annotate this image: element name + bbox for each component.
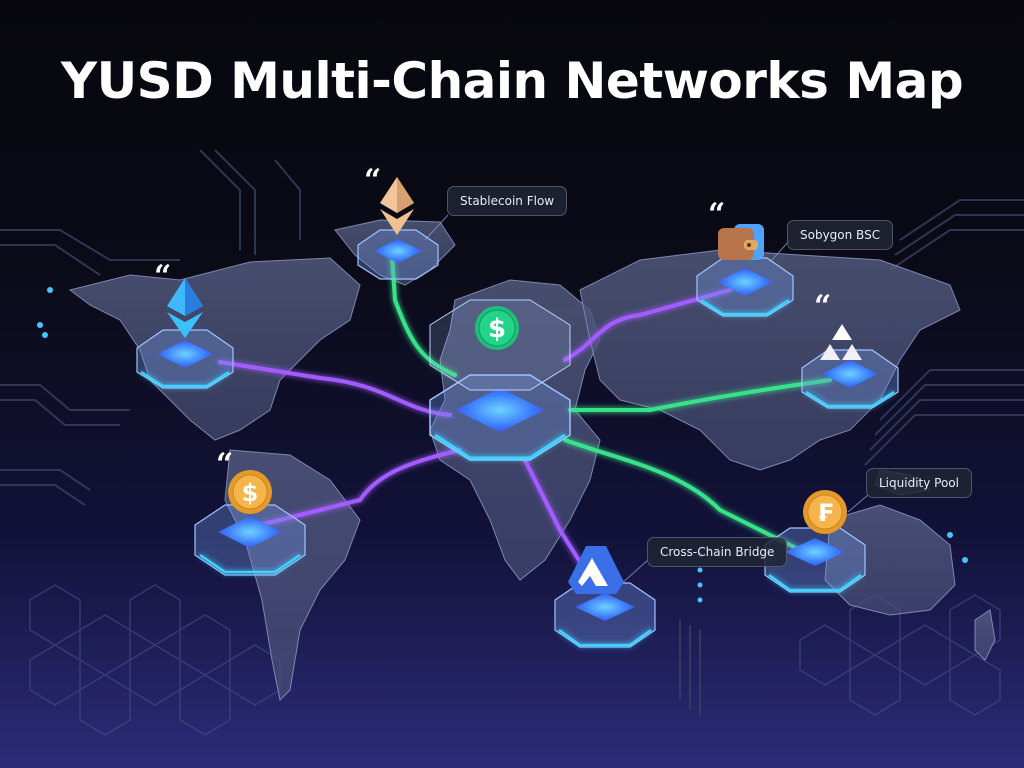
bridge-logo-icon bbox=[568, 546, 624, 594]
quote-mark-east-asia: “ bbox=[814, 289, 832, 324]
svg-text:₣: ₣ bbox=[817, 499, 834, 527]
gold-dollar-coin-icon: $ bbox=[228, 470, 272, 514]
platform-russia bbox=[696, 257, 794, 317]
callout-liquidity-pool: Liquidity Pool bbox=[866, 468, 972, 498]
circuit-traces bbox=[0, 149, 1024, 715]
quote-mark-greenland: “ bbox=[364, 163, 382, 198]
svg-text:$: $ bbox=[488, 314, 506, 344]
callout-leaders bbox=[424, 214, 869, 586]
link-hub-russia bbox=[563, 288, 732, 362]
hex-grid bbox=[29, 584, 1001, 736]
callout-sobygon-bsc: Sobygon BSC bbox=[787, 220, 894, 250]
link-hub-north-america bbox=[218, 360, 452, 417]
platforms bbox=[136, 229, 899, 648]
quote-mark-south-america: “ bbox=[216, 447, 234, 482]
quote-mark-north-america: “ bbox=[154, 259, 172, 294]
svg-text:$: $ bbox=[242, 479, 259, 507]
green-dollar-coin-icon: $ bbox=[475, 306, 519, 350]
page-title: YUSD Multi-Chain Networks Map bbox=[60, 52, 964, 110]
link-hub-south-america bbox=[258, 448, 462, 527]
wallet-icon bbox=[718, 224, 764, 260]
gold-ethereum-icon bbox=[380, 177, 414, 235]
callout-cross-chain-bridge: Cross-Chain Bridge bbox=[647, 537, 788, 567]
link-hub-southern-africa bbox=[523, 458, 587, 572]
platform-australia bbox=[764, 527, 866, 593]
connection-links bbox=[218, 253, 832, 572]
platform-greenland bbox=[357, 229, 439, 280]
south-america bbox=[224, 449, 361, 702]
north-america bbox=[68, 257, 361, 441]
callout-stablecoin-flow: Stablecoin Flow bbox=[447, 186, 568, 216]
node-icons: $ $ bbox=[167, 177, 862, 594]
link-hub-east-asia bbox=[568, 378, 832, 412]
platform-north-america bbox=[136, 329, 234, 389]
link-hub-greenland bbox=[390, 253, 457, 377]
platform-southern-africa bbox=[554, 582, 656, 648]
platform-south-america bbox=[194, 504, 306, 576]
platform-east-asia bbox=[801, 349, 899, 409]
world-map bbox=[68, 219, 996, 702]
gold-coin-f-icon: ₣ bbox=[803, 490, 847, 534]
link-hub-australia bbox=[563, 438, 802, 552]
avalanche-triangles-icon bbox=[820, 324, 862, 360]
blue-ethereum-icon bbox=[167, 278, 203, 338]
quote-mark-russia: “ bbox=[708, 197, 726, 232]
